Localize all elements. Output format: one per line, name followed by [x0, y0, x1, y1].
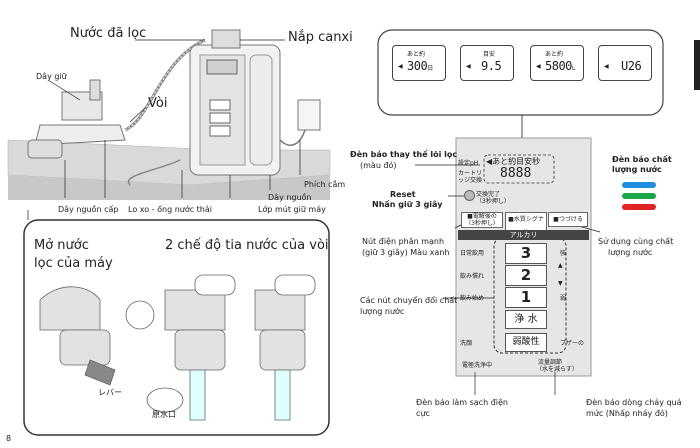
electrode-cleaning-label: 電極洗浄中 [462, 362, 493, 369]
row-weak: 弱 [560, 295, 567, 302]
lcd-ph: 目安 ◀ 9.5 [460, 45, 514, 81]
row-label: 日常飲用 [460, 250, 485, 257]
lever-label: レバー [98, 388, 122, 397]
plug-label: Phích cắm [304, 180, 346, 189]
reset-button[interactable] [464, 190, 475, 201]
outlet-label: 原水口 [152, 410, 176, 419]
level-3-button[interactable]: 3 [505, 243, 547, 264]
row-label: 飲み始め [460, 295, 485, 302]
inset-subtitle: 2 chế độ tia nước của vòi [165, 238, 329, 253]
reset-label: 交換完了 [476, 191, 501, 198]
purified-button[interactable]: 浄 水 [505, 310, 547, 329]
lcd-arrow-icon: ◀ [536, 63, 541, 70]
electrolysis-label-2: (giữ 3 giây) Màu xanh [362, 248, 450, 257]
level-2-button[interactable]: 2 [505, 265, 547, 286]
big-display: 8888 [500, 166, 532, 181]
strap-label: Dây giữ [36, 72, 67, 81]
up-arrow-icon: ▲ [558, 262, 563, 269]
wash-label: 洗顔 [460, 340, 473, 347]
lcd-liters: あと約 ◀ 5800L [530, 45, 584, 81]
level-1-button[interactable]: 1 [505, 287, 547, 308]
cartridge-label: カートリッジ交換 [458, 170, 483, 184]
filter-replace-label: Đèn báo thay thế lõi lọc [350, 150, 458, 159]
led-green [622, 193, 656, 199]
power-cord-label: Dây nguồn cấp [58, 205, 119, 214]
faucet-label: Vòi [148, 96, 168, 111]
weak-acid-button[interactable]: 弱酸性 [505, 333, 547, 352]
down-arrow-icon: ▼ [558, 280, 563, 287]
electrolysis-label: Nút điện phân mạnh [362, 237, 445, 246]
led-red [622, 204, 656, 210]
clean-electrode-label: Đèn báo làm sạch điện [416, 398, 508, 407]
lcd-filter-days: あと約 ◀ 300日 [392, 45, 446, 81]
same-quality-label: Sử dụng cùng chất [598, 237, 674, 246]
reset-title: Reset [390, 190, 416, 199]
lcd-arrow-icon: ◀ [466, 63, 471, 70]
switch-buttons-label: Các nút chuyển đổi chất [360, 296, 458, 305]
row-label: 飲み慣れ [460, 273, 485, 280]
row-strong: 強 [560, 250, 567, 257]
drain-hose-label: Lo xo - ống nước thải [128, 205, 213, 214]
page-number: 8 [6, 434, 12, 443]
buzzer-label: ブザーの [560, 340, 585, 347]
power-cable-label: Dây nguồn [268, 193, 312, 202]
continue-button[interactable]: ■つづける [548, 212, 588, 227]
filtered-water-label: Nước đã lọc [70, 26, 147, 41]
led-blue [622, 182, 656, 188]
flow-adjust-sub: （水を減らす） [536, 366, 578, 373]
alkali-bar: アルカリ [458, 230, 589, 240]
filter-replace-sub: (màu đỏ) [360, 161, 397, 170]
lcd-arrow-icon: ◀ [604, 63, 609, 70]
ph-label: 設定pH [458, 160, 479, 167]
calcium-cap-label: Nắp canxi [288, 30, 353, 45]
reset-hint: Nhấn giữ 3 giây [372, 200, 443, 209]
overflow-label-2: mức (Nhấp nháy đỏ) [586, 409, 668, 418]
quality-indicator-label-2: lượng nước [612, 165, 662, 174]
foam-layer-label: Lớp mút giữ máy [258, 205, 326, 214]
flow-adjust-label: 流量調節 [538, 359, 563, 366]
overflow-label: Đèn báo dòng chảy quá [586, 398, 682, 407]
inset-title-1: Mở nước [34, 238, 89, 253]
top-display: ◀あと約目安秒 [486, 157, 541, 166]
electrolysis-button[interactable]: ■電解後の（3秒押し） [461, 212, 503, 228]
quality-indicator-label: Đèn báo chất [612, 155, 672, 164]
switch-buttons-label-2: lượng nước [360, 307, 405, 316]
lcd-code: ◀ U26 [598, 45, 652, 81]
inset-title-2: lọc của máy [34, 256, 113, 271]
reset-sub: （3秒押し） [476, 198, 510, 205]
same-quality-label-2: lượng nước [608, 248, 653, 257]
lcd-arrow-icon: ◀ [398, 63, 403, 70]
clean-electrode-label-2: cực [416, 409, 430, 418]
